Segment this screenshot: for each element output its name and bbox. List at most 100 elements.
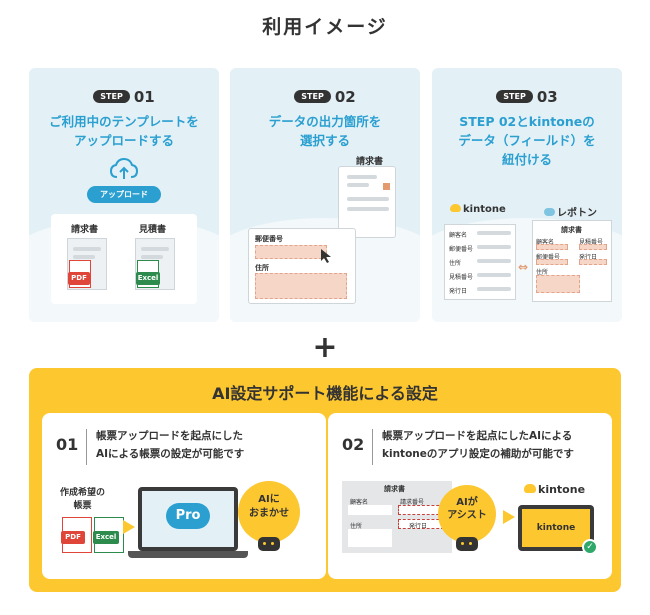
repotone-field-box	[579, 259, 607, 265]
ai-section-title: AI設定サポート機能による設定	[212, 384, 438, 403]
step-pill: STEP	[93, 90, 130, 103]
kintone-field-label: 見積番号	[449, 274, 474, 281]
repotone-field-label: 住所	[536, 269, 549, 276]
kintone-logo: kintone	[450, 204, 506, 215]
kintone-form: 顧客名 郵便番号 住所 見積番号 発行日	[444, 224, 516, 300]
arrow-right-icon	[123, 520, 135, 534]
doc-label-invoice: 請求書	[71, 225, 99, 235]
file-caption-line: 帳票	[73, 501, 92, 511]
zoomed-form: 郵便番号 住所	[248, 228, 356, 304]
ai-card-text-line: kintoneのアプリ設定の補助が可能です	[382, 448, 574, 460]
cursor-icon	[321, 249, 331, 263]
excel-tag: Excel	[136, 272, 160, 285]
invoice-doc	[338, 166, 396, 238]
repotone-form: 請求書 顧客名 郵便番号 住所 見積番号 発行日	[532, 220, 612, 302]
cloud-upload-icon	[110, 157, 138, 179]
step-pill: STEP	[496, 90, 533, 103]
ai-bubble-line: アシスト	[447, 510, 487, 521]
documents-panel: 請求書 見積書 PDF Excel	[51, 214, 197, 304]
repotone-field-label: 郵便番号	[536, 254, 561, 261]
kintone-field-label: 発行日	[449, 288, 468, 295]
ai-card-number: 01	[56, 435, 79, 454]
repotone-field-label: 発行日	[579, 254, 598, 261]
step-number: 03	[536, 87, 558, 106]
step-description: データの出力箇所を 選択する	[230, 112, 420, 150]
tablet: kintone	[518, 505, 594, 551]
postal-field-selection[interactable]	[255, 245, 327, 259]
repotone-field-box	[579, 244, 607, 250]
step-text-line: データ（フィールド）を	[458, 133, 596, 148]
laptop-screen: Pro	[138, 487, 238, 551]
field-label-address: 住所	[255, 264, 269, 272]
ai-card-description: 帳票アップロードを起点にした AIによる帳票の設定が可能です	[96, 427, 244, 463]
kintone-logo-icon	[524, 484, 536, 493]
kintone-logo-icon	[450, 204, 461, 212]
laptop-base	[128, 551, 248, 558]
divider	[372, 429, 373, 465]
repotone-logo-text: レポトン	[557, 208, 597, 219]
stamp	[383, 183, 390, 190]
robot-icon	[258, 537, 280, 551]
repotone-field-box	[536, 275, 580, 293]
step-number: 02	[334, 87, 356, 106]
step-text-line: 選択する	[299, 133, 350, 148]
ai-card-text-line: 帳票アップロードを起点にしたAIによる	[382, 430, 573, 442]
invoice-field-label: 顧客名	[350, 499, 369, 506]
ai-card-text-line: AIによる帳票の設定が可能です	[96, 448, 245, 460]
kintone-logo-text: kintone	[463, 204, 506, 215]
ai-bubble: AIが アシスト	[438, 485, 496, 543]
link-arrow-icon: ⇔	[518, 260, 529, 274]
ai-card-text-line: 帳票アップロードを起点にした	[96, 430, 243, 442]
divider	[86, 429, 87, 465]
ai-card-01: 01 帳票アップロードを起点にした AIによる帳票の設定が可能です 作成希望の …	[42, 413, 326, 579]
check-icon: ✓	[582, 539, 598, 555]
kintone-field-label: 郵便番号	[449, 246, 474, 253]
ai-bubble-line: AIが	[456, 497, 478, 508]
repotone-field-label: 見積番号	[579, 239, 604, 246]
repotone-field-box	[536, 244, 568, 250]
tablet-screen: kintone	[522, 509, 590, 547]
ai-bubble: AIに おまかせ	[238, 481, 300, 543]
invoice-field-label: 発行日	[409, 523, 428, 530]
address-field-selection[interactable]	[255, 273, 347, 299]
step-text-line: アップロードする	[73, 133, 174, 148]
invoice-form-title: 請求書	[384, 485, 405, 493]
kintone-field-label: 顧客名	[449, 232, 468, 239]
repotone-logo-icon	[544, 208, 555, 216]
page-title: 利用イメージ	[262, 16, 388, 38]
step-pill: STEP	[294, 90, 331, 103]
ai-card-description: 帳票アップロードを起点にしたAIによる kintoneのアプリ設定の補助が可能で…	[382, 427, 574, 463]
repotone-field-box	[536, 259, 568, 265]
invoice-field-label: 請求番号	[400, 499, 425, 506]
step-text-line: データの出力箇所を	[268, 114, 382, 129]
step-description: ご利用中のテンプレートを アップロードする	[29, 112, 219, 150]
field-label-postal: 郵便番号	[255, 235, 283, 243]
step-description: STEP 02とkintoneの データ（フィールド）を 紐付ける	[432, 112, 622, 169]
repotone-field-label: 顧客名	[536, 239, 555, 246]
invoice-field-label: 住所	[350, 523, 363, 530]
ai-card-02: 02 帳票アップロードを起点にしたAIによる kintoneのアプリ設定の補助が…	[328, 413, 612, 579]
pro-badge: Pro	[166, 503, 210, 529]
doc-title: 請求書	[356, 157, 384, 167]
kintone-logo-text: kintone	[538, 483, 586, 496]
ai-bubble-line: AIに	[258, 494, 280, 505]
pdf-tag: PDF	[68, 272, 90, 285]
step-number: 01	[133, 87, 155, 106]
step-text-line: ご利用中のテンプレートを	[49, 114, 199, 129]
arrow-right-icon	[503, 510, 515, 524]
kintone-logo: kintone	[524, 483, 585, 496]
doc-label-estimate: 見積書	[139, 225, 167, 235]
ai-card-number: 02	[342, 435, 365, 454]
plus-sign: +	[312, 330, 338, 365]
invoice-form: 請求書 顧客名 請求番号 住所 発行日	[342, 481, 452, 553]
file-caption: 作成希望の 帳票	[60, 487, 105, 513]
kintone-field-label: 住所	[449, 260, 462, 267]
ai-bubble-line: おまかせ	[249, 508, 289, 519]
upload-button[interactable]: アップロード	[87, 186, 161, 203]
